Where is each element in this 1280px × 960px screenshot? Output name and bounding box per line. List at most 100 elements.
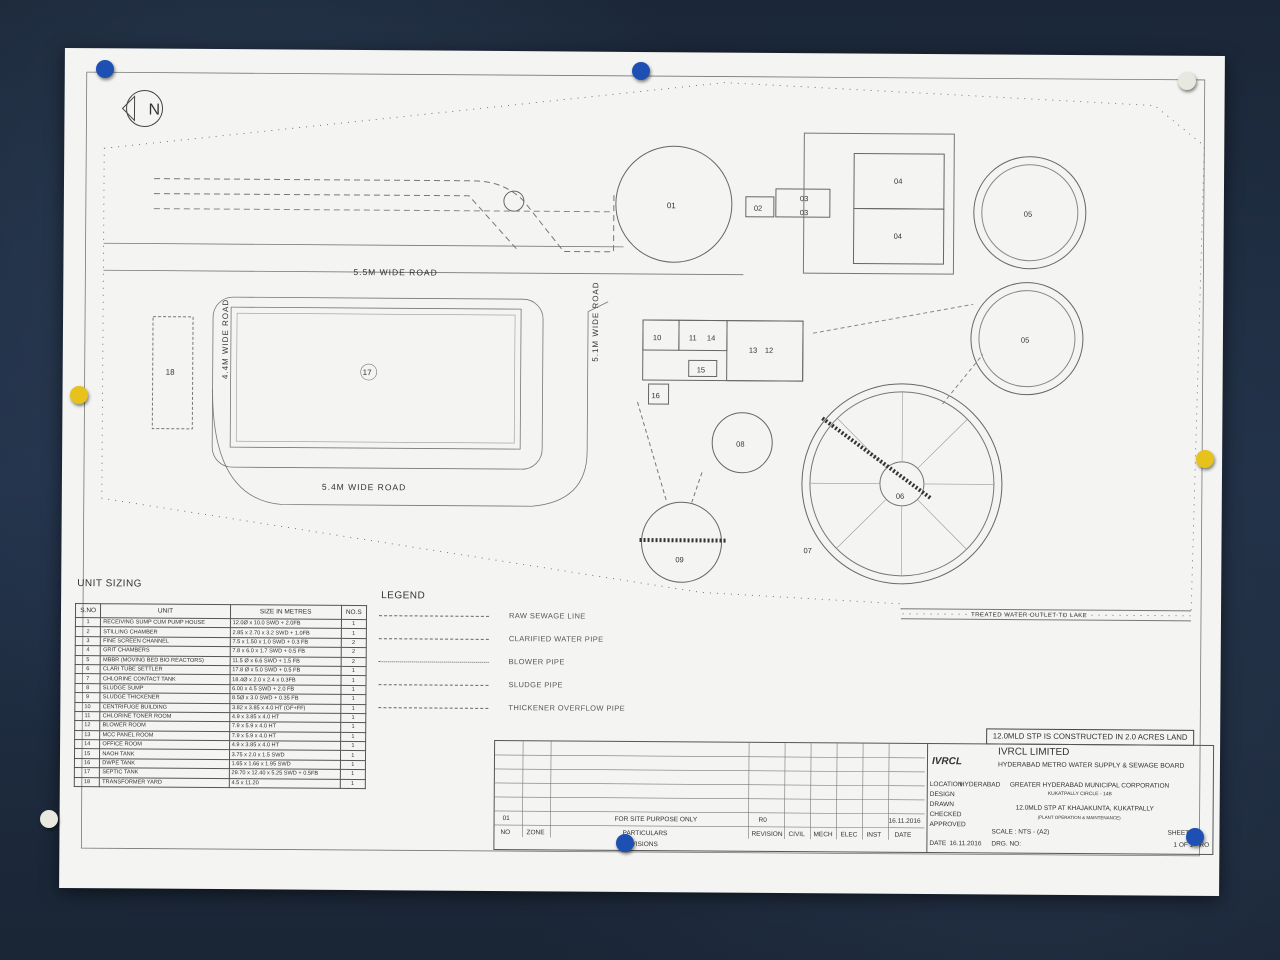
hdr-elec: ELEC	[840, 831, 858, 839]
col-nos: NO.S	[341, 605, 367, 620]
cell-nos: 2	[340, 647, 367, 658]
north-label: N	[148, 102, 160, 119]
cell-nos: 1	[340, 703, 366, 714]
unit-11-label: 11	[689, 333, 697, 342]
unit-08-sludge-sump	[711, 412, 773, 474]
cell-sno: 12	[74, 720, 101, 731]
circle: KUKATPALLY CIRCLE - 14B	[1047, 790, 1112, 798]
cell-nos: 1	[339, 779, 366, 789]
cell-nos: 1	[340, 750, 366, 761]
location-label: LOCATION	[929, 781, 963, 789]
cell-nos: 1	[340, 675, 367, 686]
unit-15-label: 15	[697, 365, 705, 374]
company-name: IVRCL LIMITED	[998, 746, 1070, 758]
legend-item: THICKENER OVERFLOW PIPE	[378, 702, 638, 716]
road-label-4-4: 4.4M WIDE ROAD	[221, 299, 231, 379]
road-loop-outer	[211, 296, 544, 470]
unit-12-label: 12	[765, 346, 773, 355]
road-label-5-4: 5.4M WIDE ROAD	[322, 482, 406, 493]
drawing-sheet: N 5.5M WIDE ROAD 17 4.4M WIDE ROAD 5.1M …	[59, 47, 1225, 897]
unit-06-label: 06	[896, 492, 904, 501]
cell-unit: TRANSFORMER YARD	[99, 777, 230, 788]
push-pin-icon	[1196, 450, 1214, 468]
unit-17-label: 17	[363, 368, 373, 377]
design-label: DESIGN	[929, 791, 955, 799]
raw-sewage-line	[154, 178, 615, 253]
company-logo: IVRCL	[931, 756, 963, 768]
septic-tank-inner	[235, 312, 516, 444]
inlet-manhole	[503, 190, 525, 212]
cell-nos: 1	[340, 685, 367, 695]
cell-sno: 9	[74, 692, 101, 703]
unit-16-label: 16	[652, 391, 660, 400]
unit-13-label: 13	[749, 346, 757, 355]
cell-sno: 5	[75, 655, 101, 665]
cell-sno: 2	[75, 626, 101, 637]
legend-item: BLOWER PIPE	[378, 656, 639, 670]
push-pin-icon	[1178, 72, 1196, 90]
cell-sno: 8	[74, 683, 101, 693]
settler-spokes	[809, 391, 994, 576]
legend-title: LEGEND	[381, 590, 426, 602]
cell-nos: 1	[340, 694, 366, 705]
unit-04b-box	[852, 207, 945, 265]
unit-04a-label: 04	[894, 177, 902, 186]
cell-nos: 1	[339, 769, 366, 780]
unit-02-box	[745, 196, 775, 218]
drawn-label: DRAWN	[929, 801, 955, 809]
unit-05a-label: 05	[1024, 210, 1032, 219]
unit-05a-mbbr	[973, 156, 1087, 270]
cell-sno: 11	[74, 711, 101, 722]
unit-sizing-title: UNIT SIZING	[77, 578, 143, 590]
rev-date: 16.11.2016	[888, 817, 921, 825]
hdr-civil: CIVIL	[788, 831, 805, 839]
cell-sno: 18	[74, 777, 100, 787]
push-pin-icon	[1186, 828, 1204, 846]
treated-outlet-label: TREATED WATER OUTLET TO LAKE	[971, 612, 1087, 619]
push-pin-icon	[632, 62, 650, 80]
cell-sno: 7	[75, 673, 101, 684]
unit-01-label: 01	[667, 201, 677, 210]
rev-no: 01	[502, 815, 510, 823]
unit-02-label: 02	[754, 204, 762, 213]
legend-item: CLARIFIED WATER PIPE	[378, 633, 639, 647]
hdr-date: DATE	[894, 831, 912, 839]
company-block: IVRCL IVRCL LIMITED HYDERABAD METRO WATE…	[926, 743, 1215, 854]
cell-sno: 17	[74, 767, 100, 778]
project-subtitle: (PLANT OPERATION & MAINTENANCE)	[1037, 814, 1121, 821]
rev-code: R0	[758, 816, 767, 824]
push-pin-icon	[70, 386, 88, 404]
unit-14-label: 14	[707, 333, 715, 342]
grit-chamber-outer	[802, 132, 955, 275]
unit-10-label: 10	[653, 333, 661, 342]
drg-no: DRG. NO:	[991, 840, 1022, 848]
unit-09-label: 09	[675, 555, 683, 564]
hdr-zone: ZONE	[526, 829, 545, 837]
unit-07-chlorine-contact	[801, 383, 1003, 585]
unit-01-sump	[615, 145, 733, 263]
push-pin-icon	[40, 810, 58, 828]
hdr-mech: MECH	[813, 831, 833, 839]
settler-bridge	[821, 416, 934, 501]
cell-nos: 2	[340, 638, 367, 648]
road-label-5-5: 5.5M WIDE ROAD	[353, 267, 437, 278]
scale: SCALE : NTS - (A2)	[991, 828, 1050, 836]
unit-05b-label: 05	[1021, 336, 1029, 345]
cell-nos: 2	[340, 656, 367, 667]
hdr-inst: INST	[866, 831, 882, 839]
site-plan-drawing: N 5.5M WIDE ROAD 17 4.4M WIDE ROAD 5.1M …	[80, 71, 1206, 857]
cell-sno: 15	[74, 749, 100, 759]
hdr-no: NO	[500, 829, 511, 837]
title-block: 01 FOR SITE PURPOSE ONLY R0 16.11.2016 N…	[493, 739, 1215, 855]
road-label-5-1: 5.1M WIDE ROAD	[591, 281, 601, 361]
septic-tank-outer	[229, 306, 522, 450]
cell-sno: 3	[75, 636, 101, 646]
cell-nos: 1	[340, 732, 366, 742]
cell-nos: 1	[340, 666, 367, 676]
date-label: DATE	[929, 840, 947, 848]
unit-09-thickener	[641, 501, 723, 583]
push-pin-icon	[96, 60, 114, 78]
cell-nos: 1	[340, 760, 366, 770]
